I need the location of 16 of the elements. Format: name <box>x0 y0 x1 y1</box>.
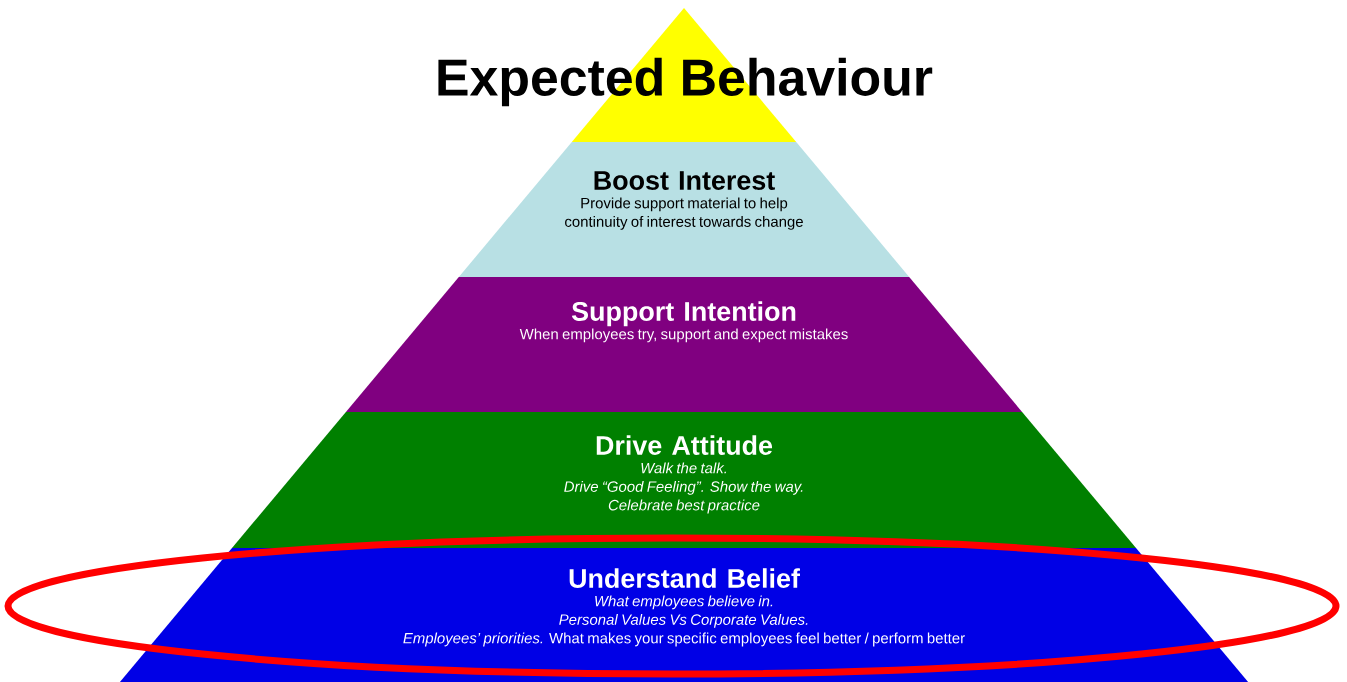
band-description: Celebrate best practice <box>608 499 760 514</box>
band-description: When employees try, support and expect mistakes <box>519 328 848 343</box>
band-heading: Boost Interest <box>594 171 775 190</box>
band-description: Walk the talk. <box>641 462 727 474</box>
band-description: Provide support material to help continuity of interest towards change <box>565 197 803 230</box>
pyramid-band <box>345 277 1023 412</box>
band-description: Employees’ priorities. What makes your specific employees feel better / perform better <box>403 632 965 647</box>
band-description: What employees believe in. <box>595 595 773 610</box>
pyramid-band <box>458 142 910 277</box>
band-heading: Support Intention <box>571 301 796 327</box>
pyramid-band <box>232 412 1136 548</box>
band-heading: Understand Belief <box>569 568 800 588</box>
band-description: Personal Values Vs Corporate Values. <box>559 613 808 628</box>
band-heading: Drive Attitude <box>596 435 773 455</box>
pyramid-band <box>119 548 1249 682</box>
band-description: Drive “Good Feeling”. Show the way. <box>564 480 803 495</box>
